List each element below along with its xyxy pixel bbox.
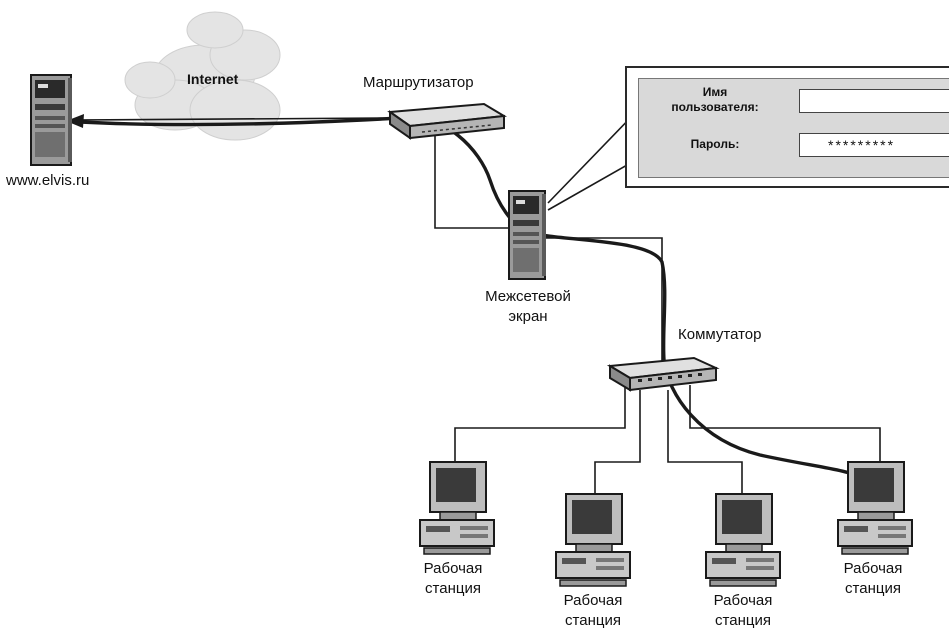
web-server — [28, 72, 76, 170]
router — [382, 98, 507, 143]
username-label-line1: Имя — [702, 85, 728, 99]
link-firewall-switch — [545, 237, 663, 362]
web-server-label: www.elvis.ru — [6, 172, 90, 189]
workstation-4 — [834, 458, 916, 558]
link-switch-ws1 — [454, 385, 626, 470]
switch — [602, 352, 720, 394]
password-field[interactable]: ********* — [799, 133, 949, 157]
auth-path-arrowhead — [66, 114, 84, 128]
login-dialog: Имя пользователя: Пароль: ********* — [625, 66, 949, 188]
workstation-2 — [552, 490, 634, 590]
workstation-3 — [702, 490, 784, 590]
auth-path — [78, 115, 864, 480]
firewall-label-line2: экран — [508, 308, 548, 325]
link-switch-ws2 — [594, 390, 641, 500]
link-switch-ws4 — [689, 385, 881, 470]
workstation-1-label-line1: Рабочая — [423, 560, 483, 577]
firewall — [506, 188, 550, 284]
router-label: Маршрутизатор — [363, 74, 474, 91]
server-tower-icon — [30, 74, 72, 166]
workstation-icon — [419, 461, 495, 555]
link-server-router — [69, 117, 396, 121]
password-label: Пароль: — [690, 137, 740, 151]
switch-label: Коммутатор — [678, 326, 762, 343]
workstation-icon — [705, 493, 781, 587]
username-field[interactable] — [799, 89, 949, 113]
link-router-firewall — [434, 135, 510, 229]
workstation-3-label-line2: станция — [715, 612, 771, 629]
workstation-4-label-line2: станция — [845, 580, 901, 597]
router-icon — [387, 102, 507, 140]
firewall-label-line1: Межсетевой — [485, 288, 571, 305]
workstation-icon — [555, 493, 631, 587]
switch-icon — [606, 356, 720, 392]
workstation-4-label-line1: Рабочая — [843, 560, 903, 577]
workstation-1-label-line2: станция — [425, 580, 481, 597]
internet-label: Internet — [187, 71, 239, 87]
login-form: Имя пользователя: Пароль: ********* — [638, 78, 949, 178]
firewall-tower-icon — [508, 190, 546, 280]
link-firewall-login-1 — [547, 111, 637, 204]
link-switch-ws3 — [667, 390, 743, 500]
workstation-2-label-line1: Рабочая — [563, 592, 623, 609]
workstation-1 — [416, 458, 498, 558]
workstation-3-label-line1: Рабочая — [713, 592, 773, 609]
username-label-line2: пользователя: — [671, 100, 759, 114]
link-firewall-login-2 — [547, 159, 637, 211]
workstation-icon — [837, 461, 913, 555]
workstation-2-label-line2: станция — [565, 612, 621, 629]
